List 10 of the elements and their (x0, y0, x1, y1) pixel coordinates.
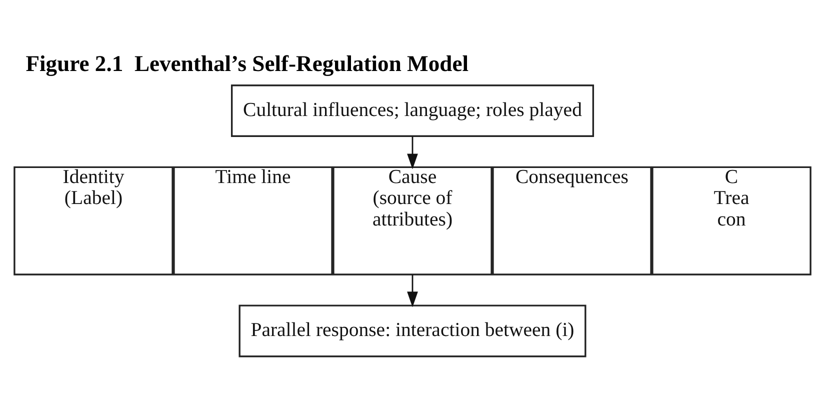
node-box: C Trea con (652, 166, 812, 275)
arrow (407, 136, 418, 169)
node-box: Cultural influences; language; roles played (230, 84, 594, 136)
node-box: Parallel response: interaction between (i) (238, 304, 586, 357)
node-box: Cause (source of attributes) (332, 166, 492, 275)
node-box: Consequences (492, 166, 652, 275)
node-box: Time line (173, 166, 333, 275)
node-box: Identity (Label) (14, 166, 174, 275)
arrow (407, 274, 418, 307)
diagram-title: Figure 2.1 Leventhal’s Self-Regulation Model (26, 50, 469, 76)
